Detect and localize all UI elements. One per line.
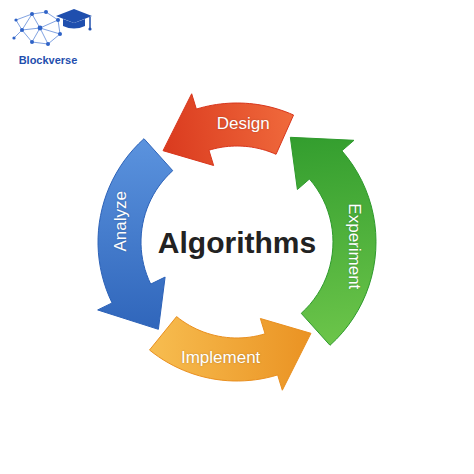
arrow-outline [150,317,311,391]
logo-icon [0,0,120,80]
step-label: Experiment [345,203,364,289]
step-label: Analyze [112,191,131,251]
arrow-outline [163,94,293,166]
step-label: Design [217,115,270,134]
logo-text: Blockverse [19,54,78,66]
cycle-arrow: Design [163,93,294,166]
cycle-arrow: Implement [149,316,311,391]
center-title: Algorithms [158,226,316,259]
step-label: Implement [181,349,260,368]
